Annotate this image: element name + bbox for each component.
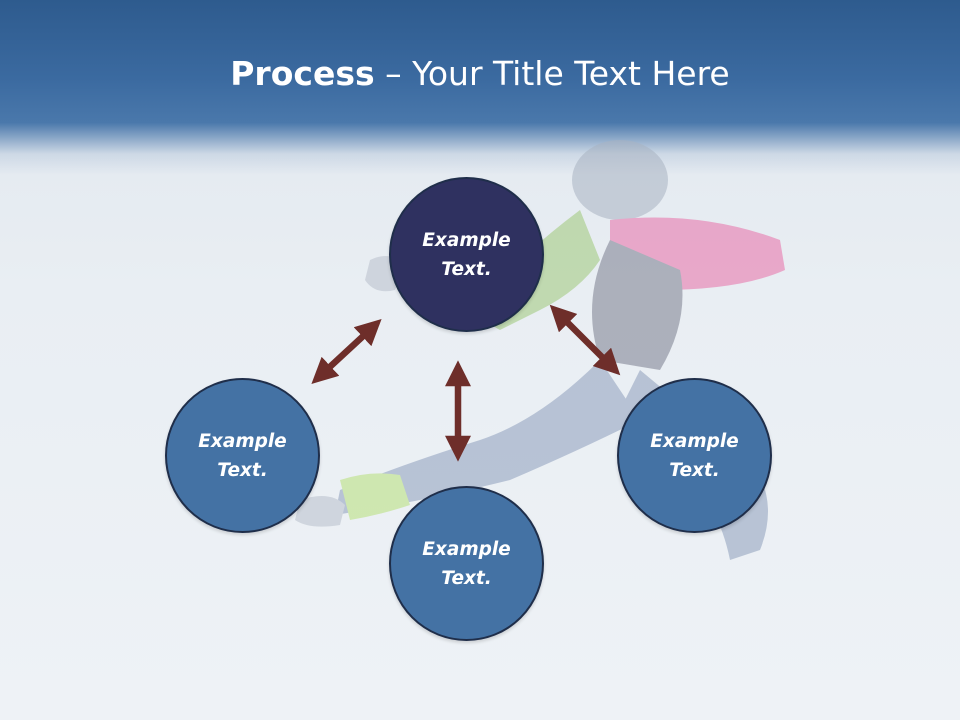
node-right-text: Example Text. <box>650 430 739 481</box>
node-center-text: Example Text. <box>422 229 511 280</box>
node-left-text: Example Text. <box>198 430 287 481</box>
node-right: Example Text. <box>617 378 772 533</box>
arrow-center-right <box>549 304 621 376</box>
node-bottom-text: Example Text. <box>422 538 511 589</box>
title-banner <box>0 0 960 175</box>
node-left: Example Text. <box>165 378 320 533</box>
title-rest: – Your Title Text Here <box>374 54 730 93</box>
node-center: Example Text. <box>389 177 544 332</box>
slide-title: Process – Your Title Text Here <box>0 50 960 98</box>
title-strong: Process <box>230 54 375 93</box>
node-bottom: Example Text. <box>389 486 544 641</box>
arrow-center-left <box>311 319 382 384</box>
